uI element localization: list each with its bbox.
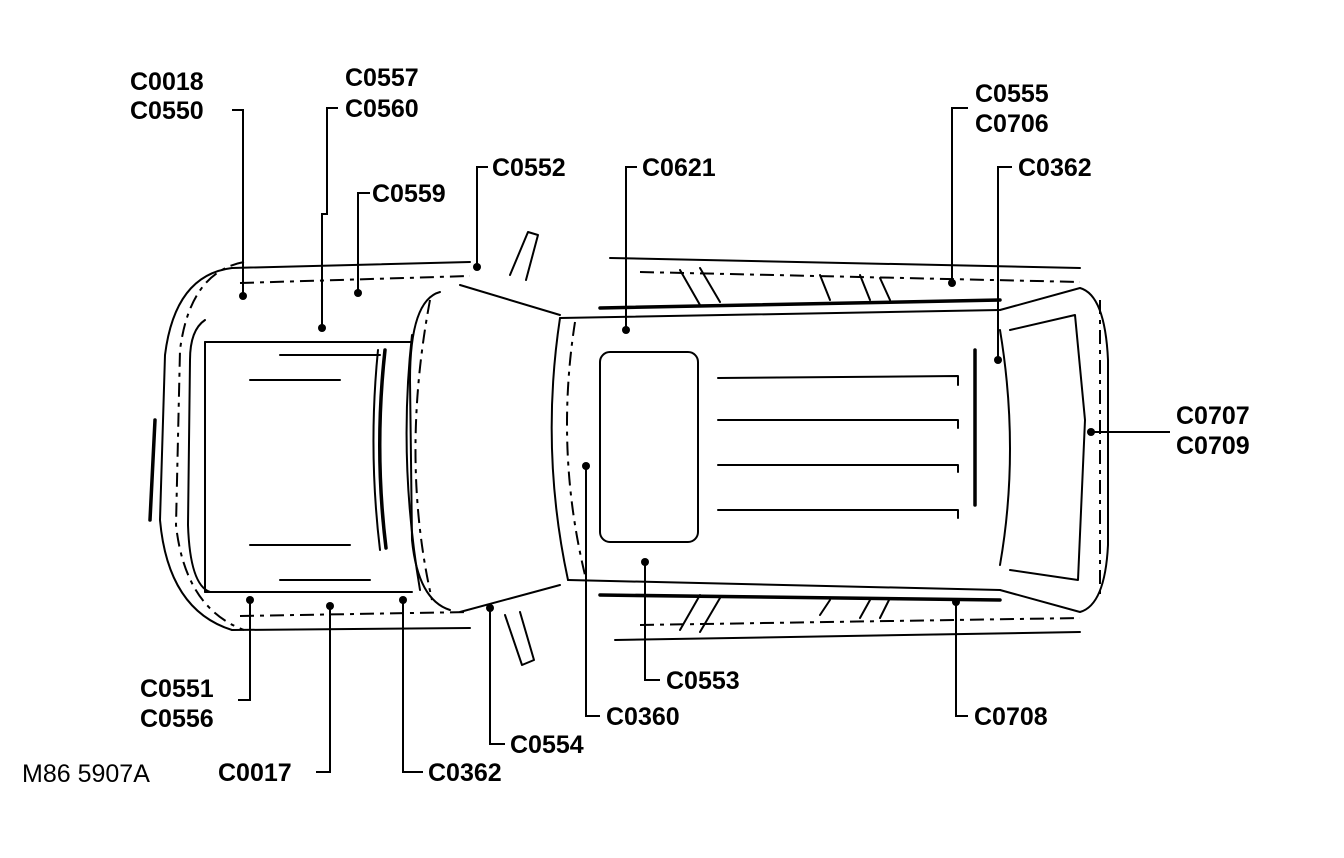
leader-c0360 xyxy=(585,466,600,717)
leader-c0018-c0550 xyxy=(232,109,244,296)
roof-front-trim xyxy=(566,321,586,576)
label-c0708: C0708 xyxy=(974,703,1048,731)
left-side-front xyxy=(231,261,471,269)
leader-c0554 xyxy=(489,608,505,745)
label-c0709: C0709 xyxy=(1176,432,1250,460)
leader-c0557-c0560 xyxy=(321,107,338,328)
wiper-area xyxy=(377,348,388,550)
label-c0554: C0554 xyxy=(510,731,584,759)
body-outer-sides xyxy=(609,257,1081,641)
right-side-front-trim xyxy=(239,611,471,617)
roof-crossbars xyxy=(717,375,959,519)
cowl xyxy=(372,349,381,551)
dot-c0362-rear xyxy=(994,356,1002,364)
label-c0360: C0360 xyxy=(606,703,680,731)
leader-c0362-front xyxy=(402,600,423,773)
front-bumper-outer xyxy=(159,267,233,631)
rear-body-curve xyxy=(999,329,1011,566)
dot-c0362-front xyxy=(399,596,407,604)
label-c0707: C0707 xyxy=(1176,402,1250,430)
label-c0706: C0706 xyxy=(975,110,1049,138)
label-c0552: C0552 xyxy=(492,154,566,182)
label-c0555: C0555 xyxy=(975,80,1049,108)
a-pillars xyxy=(459,284,561,613)
connector-labels: C0018 C0550 C0557 C0560 C0559 C0552 C062… xyxy=(22,64,1250,788)
label-c0362-front: C0362 xyxy=(428,759,502,787)
figure-reference: M86 5907A xyxy=(22,760,150,788)
label-c0017: C0017 xyxy=(218,759,292,787)
label-c0551: C0551 xyxy=(140,675,214,703)
left-wheel-marks xyxy=(679,267,891,306)
leader-c0553 xyxy=(644,562,660,681)
label-c0553: C0553 xyxy=(666,667,740,695)
leader-c0017 xyxy=(316,606,331,773)
leader-c0551-c0556 xyxy=(238,600,251,701)
dot-c0553 xyxy=(641,558,649,566)
label-c0550: C0550 xyxy=(130,97,204,125)
rear-window xyxy=(1009,314,1086,581)
label-c0018: C0018 xyxy=(130,68,204,96)
leader-c0621 xyxy=(625,166,637,330)
dot-c0017 xyxy=(326,602,334,610)
leader-c0552 xyxy=(476,166,488,267)
dot-c0552 xyxy=(473,263,481,271)
dot-c0360 xyxy=(582,462,590,470)
label-c0556: C0556 xyxy=(140,705,214,733)
label-c0362-rear: C0362 xyxy=(1018,154,1092,182)
dot-c0555-c0706 xyxy=(948,279,956,287)
dot-c0554 xyxy=(486,604,494,612)
dot-c0018-c0550 xyxy=(239,292,247,300)
front-bumper-inner xyxy=(174,261,245,631)
roof-sides xyxy=(559,309,1001,591)
vehicle-outline xyxy=(148,231,1109,666)
left-mirror xyxy=(509,231,539,281)
label-c0621: C0621 xyxy=(642,154,716,182)
dot-c0621 xyxy=(622,326,630,334)
leader-c0362-rear xyxy=(997,166,1012,360)
dot-c0707-c0709 xyxy=(1087,428,1095,436)
label-c0560: C0560 xyxy=(345,95,419,123)
dot-c0708 xyxy=(952,598,960,606)
leader-c0555-c0706 xyxy=(951,107,968,283)
front-fascia xyxy=(187,319,211,593)
label-c0557: C0557 xyxy=(345,64,419,92)
right-side-front xyxy=(231,627,471,631)
dot-c0559 xyxy=(354,289,362,297)
sunroof xyxy=(599,351,699,543)
body-side-trim xyxy=(639,271,1081,626)
leader-lines xyxy=(232,107,1170,773)
right-wheel-marks xyxy=(679,594,891,633)
dot-c0551-c0556 xyxy=(246,596,254,604)
hood-detail-lines xyxy=(249,354,381,581)
front-grille xyxy=(148,418,157,522)
leader-c0708 xyxy=(955,602,968,717)
leader-c0559 xyxy=(357,192,370,293)
tailgate-outer xyxy=(999,287,1109,613)
roof-rails xyxy=(598,298,1002,602)
left-side-front-trim xyxy=(239,275,471,284)
right-mirror xyxy=(504,611,535,666)
windshield-inner xyxy=(414,299,433,601)
dot-c0557-c0560 xyxy=(318,324,326,332)
label-c0559: C0559 xyxy=(372,180,446,208)
roof-front-edge xyxy=(550,317,569,581)
windshield-outer xyxy=(409,291,451,611)
